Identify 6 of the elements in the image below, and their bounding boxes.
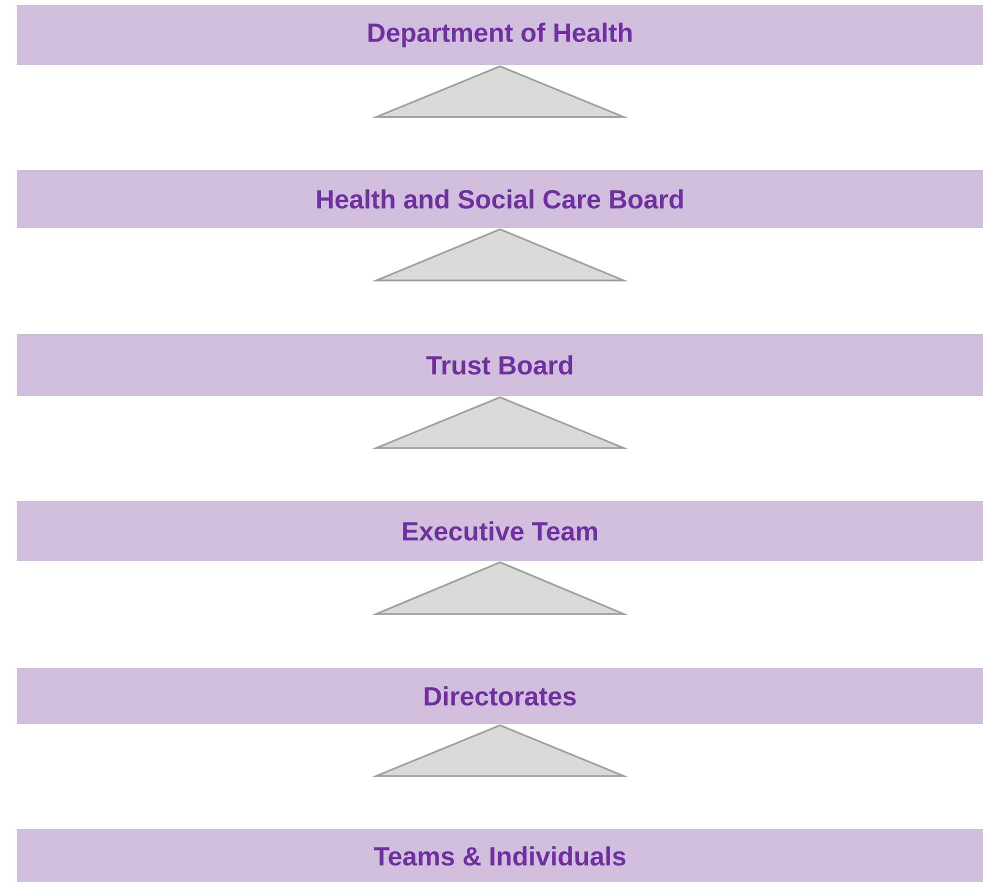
level-band: Executive Team <box>17 500 983 561</box>
level-band: Department of Health <box>17 5 983 65</box>
level-band: Directorates <box>17 668 983 724</box>
level-band: Trust Board <box>17 334 983 396</box>
level-band: Health and Social Care Board <box>17 170 983 228</box>
level-band: Teams & Individuals <box>17 828 983 882</box>
